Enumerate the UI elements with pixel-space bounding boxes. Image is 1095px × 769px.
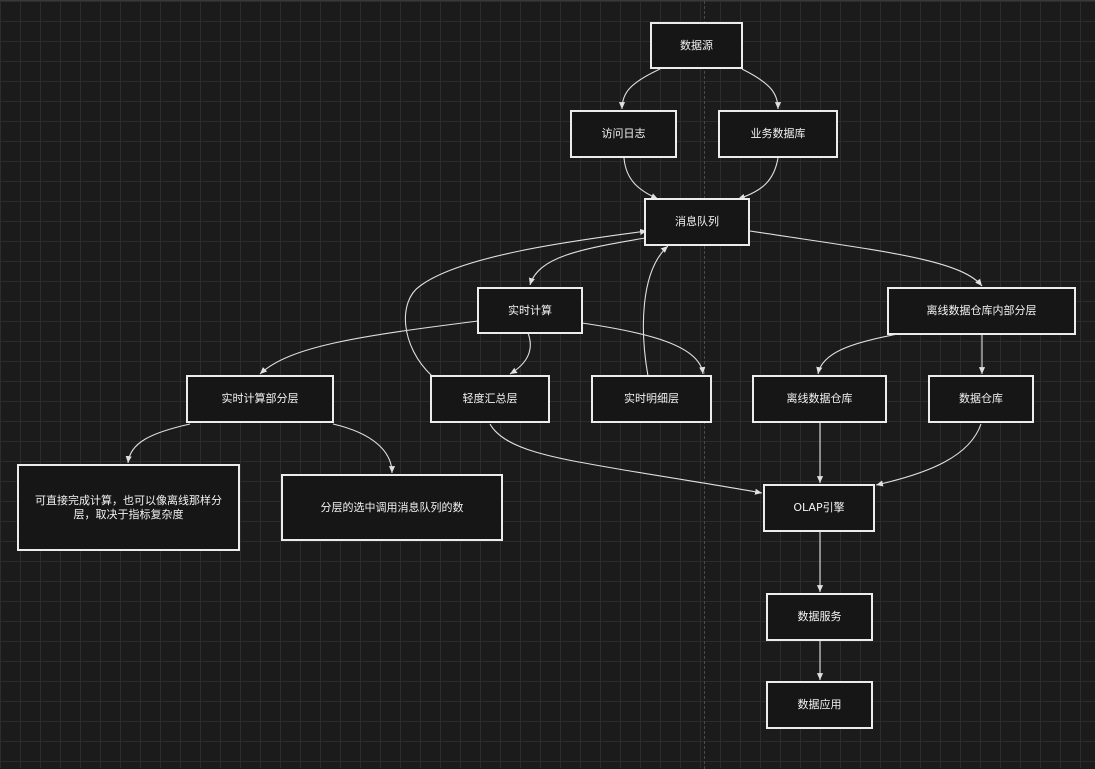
node-label: 数据仓库: [959, 392, 1003, 405]
node-label: 访问日志: [601, 127, 646, 140]
edge-realtime-to-realtime-layers[interactable]: [259, 320, 479, 375]
edge-business-db-to-mq[interactable]: [737, 157, 779, 200]
node-label: 实时计算: [508, 303, 552, 317]
node-realtime-layers[interactable]: 实时计算部分层: [186, 375, 334, 423]
node-offline-dw-layers[interactable]: 离线数据仓库内部分层: [887, 287, 1076, 335]
edge-realtime-layers-to-note-select[interactable]: [332, 423, 396, 474]
edge-access-log-to-mq[interactable]: [623, 157, 659, 200]
node-realtime-compute[interactable]: 实时计算: [477, 287, 583, 334]
node-label: 离线数据仓库: [786, 392, 853, 405]
edge-mq-to-realtime-compute[interactable]: [528, 237, 646, 286]
edge-light-summary-to-olap[interactable]: [489, 423, 763, 495]
edge-light-summary-to-mq[interactable]: [404, 228, 648, 377]
node-label: 消息队列: [675, 215, 719, 228]
edge-realtime-layers-to-note-direct[interactable]: [125, 423, 191, 464]
node-label: 数据服务: [797, 610, 842, 623]
node-label: 数据应用: [797, 698, 842, 711]
node-realtime-detail[interactable]: 实时明细层: [591, 375, 712, 423]
node-message-queue[interactable]: 消息队列: [644, 198, 750, 246]
node-data-warehouse[interactable]: 数据仓库: [928, 375, 1034, 423]
edge-mq-to-offline-layers[interactable]: [749, 230, 983, 287]
node-label: 轻度汇总层: [462, 392, 518, 405]
node-label: 离线数据仓库内部分层: [926, 304, 1037, 317]
node-business-db[interactable]: 业务数据库: [718, 110, 838, 158]
node-olap-engine[interactable]: OLAP引擎: [763, 484, 875, 532]
node-data-app[interactable]: 数据应用: [766, 681, 873, 729]
node-label: OLAP引擎: [793, 501, 845, 514]
node-label: 可直接完成计算，也可以像离线那样分层，取决于指标复杂度: [35, 493, 222, 521]
edge-dw-to-olap[interactable]: [875, 423, 982, 487]
edge-source-to-access-log[interactable]: [618, 68, 661, 110]
node-label: 数据源: [680, 38, 713, 52]
node-data-service[interactable]: 数据服务: [766, 593, 873, 641]
edge-realtime-detail-to-mq[interactable]: [642, 245, 669, 377]
node-light-summary[interactable]: 轻度汇总层: [430, 375, 550, 423]
node-data-source[interactable]: 数据源: [650, 22, 743, 69]
edge-realtime-to-light-summary[interactable]: [509, 332, 531, 375]
node-note-layer-select[interactable]: 分层的选中调用消息队列的数: [281, 474, 503, 541]
node-offline-dw[interactable]: 离线数据仓库: [752, 375, 887, 423]
node-note-direct-compute[interactable]: 可直接完成计算，也可以像离线那样分层，取决于指标复杂度: [17, 464, 240, 551]
edge-source-to-business-db[interactable]: [741, 68, 782, 110]
node-access-log[interactable]: 访问日志: [570, 110, 677, 158]
node-label: 实时计算部分层: [221, 392, 299, 405]
edge-offline-layers-to-offline-dw[interactable]: [816, 333, 899, 375]
node-label: 实时明细层: [624, 392, 679, 405]
node-label: 分层的选中调用消息队列的数: [320, 500, 464, 514]
node-label: 业务数据库: [750, 127, 806, 140]
edge-realtime-to-realtime-detail[interactable]: [581, 322, 706, 375]
